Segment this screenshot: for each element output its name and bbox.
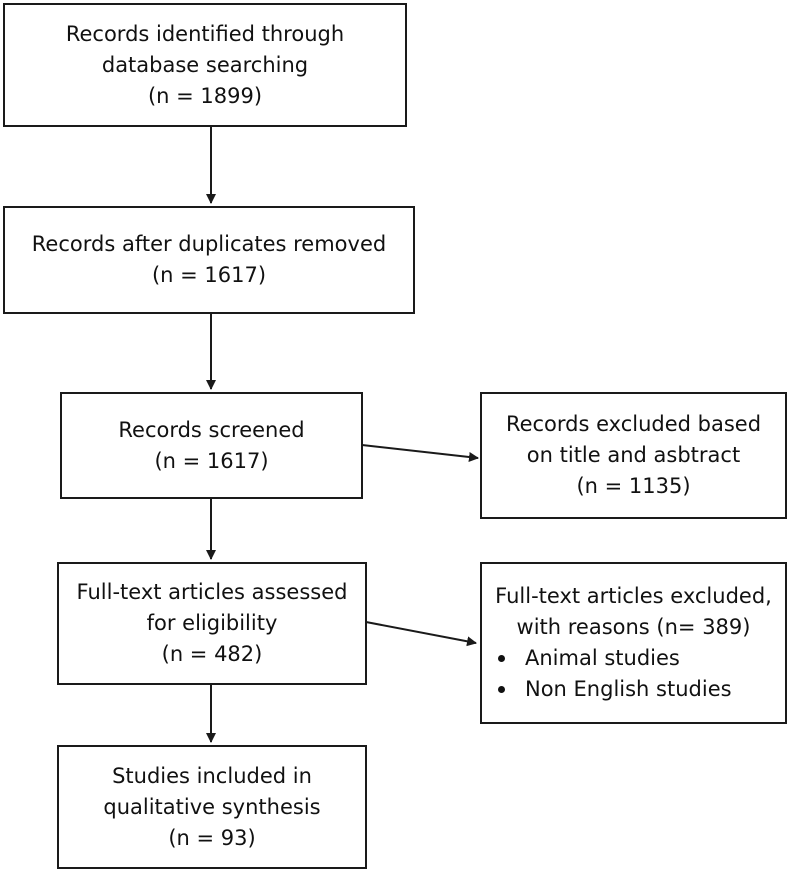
records-screened-box: Records screened (n = 1617) xyxy=(60,392,363,499)
records-excluded-count: (n = 1135) xyxy=(576,474,691,498)
records-excluded-box: Records excluded based on title and asbt… xyxy=(480,392,787,519)
arrow-screened-to-excluded xyxy=(361,444,479,462)
fulltext-assessed-count: (n = 482) xyxy=(161,642,263,666)
studies-included-line-1: Studies included in xyxy=(112,763,312,788)
exclusion-reason-label: Animal studies xyxy=(525,646,680,670)
fulltext-assessed-line-1: Full-text articles assessed xyxy=(76,580,348,604)
records-excluded-line-1: Records excluded based xyxy=(505,412,762,436)
records-excluded-line-2: on title and asbtract xyxy=(526,443,741,467)
records-after-duplicates-line-1: Records after duplicates removed xyxy=(31,232,387,256)
fulltext-excluded-box: Full-text articles excluded, with reason… xyxy=(480,562,787,724)
exclusion-reason-label: Non English studies xyxy=(525,677,732,701)
studies-included-count: (n = 93) xyxy=(168,825,256,850)
fulltext-excluded-line-1: Full-text articles excluded, xyxy=(495,584,772,608)
records-identified-box: Records identified through database sear… xyxy=(3,3,407,127)
exclusion-reason-item: Animal studies xyxy=(482,643,680,674)
records-after-duplicates-count: (n = 1617) xyxy=(151,263,267,287)
arrow-fulltext-to-excluded xyxy=(365,621,477,647)
records-identified-line-2: database searching xyxy=(101,52,309,77)
bullet-icon xyxy=(498,686,505,693)
records-identified-count: (n = 1899) xyxy=(147,83,263,108)
records-identified-line-1: Records identified through xyxy=(65,21,345,46)
fulltext-assessed-box: Full-text articles assessed for eligibil… xyxy=(57,562,367,685)
studies-included-line-2: qualitative synthesis xyxy=(103,794,321,819)
fulltext-assessed-line-2: for eligibility xyxy=(146,611,278,635)
bullet-icon xyxy=(498,655,505,662)
studies-included-box: Studies included in qualitative synthesi… xyxy=(57,745,367,869)
exclusion-reason-item: Non English studies xyxy=(482,674,732,705)
records-screened-line-1: Records screened xyxy=(118,417,305,442)
records-after-duplicates-box: Records after duplicates removed (n = 16… xyxy=(3,206,415,314)
fulltext-excluded-line-2: with reasons (n= 389) xyxy=(516,615,751,639)
records-screened-count: (n = 1617) xyxy=(154,448,269,473)
